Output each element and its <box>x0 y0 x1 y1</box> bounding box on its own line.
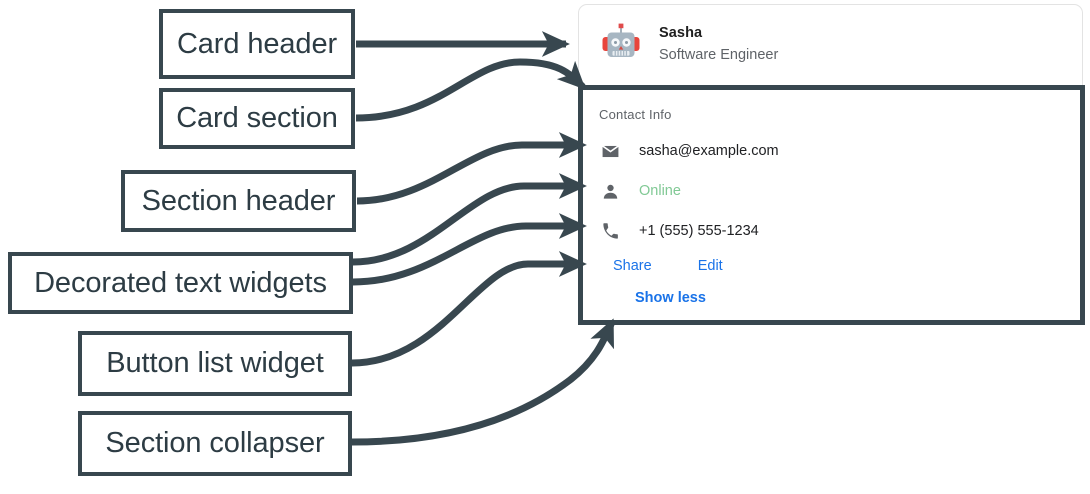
share-button[interactable]: Share <box>613 258 652 274</box>
arrow-decorated-text-2 <box>352 213 587 286</box>
contact-card: Sasha Software Engineer Contact Info sas… <box>578 4 1085 326</box>
decorated-text-value: sasha@example.com <box>639 143 779 159</box>
annotation-label-decorated-text: Decorated text widgets <box>8 252 353 314</box>
robot-avatar-icon <box>602 23 640 57</box>
card-header: Sasha Software Engineer <box>579 5 1082 83</box>
email-icon <box>599 142 621 161</box>
section-header: Contact Info <box>599 107 672 122</box>
decorated-text-value: Online <box>639 183 681 199</box>
annotation-label-text: Section collapser <box>105 427 325 459</box>
arrow-decorated-text-1 <box>352 173 587 266</box>
card-title: Sasha <box>659 25 703 42</box>
card-section: Contact Info sasha@example.com <box>578 85 1085 326</box>
person-icon <box>599 182 621 201</box>
decorated-text-widget-status: Online <box>599 178 1084 204</box>
edit-button[interactable]: Edit <box>697 258 723 274</box>
annotation-label-card-header: Card header <box>159 9 355 79</box>
decorated-text-value: +1 (555) 555-1234 <box>639 223 759 239</box>
phone-icon <box>599 222 621 241</box>
section-collapser-button[interactable]: Show less <box>635 290 706 306</box>
arrow-section-header <box>356 132 587 205</box>
annotation-label-text: Section header <box>141 184 336 217</box>
arrow-decorated-text-0 <box>353 145 520 250</box>
decorated-text-widget-email: sasha@example.com <box>599 138 1084 164</box>
arrow-card-section <box>355 58 586 122</box>
annotation-label-section-collapser: Section collapser <box>78 411 352 476</box>
annotation-label-section-header: Section header <box>121 170 356 232</box>
annotation-label-text: Button list widget <box>106 347 324 379</box>
card-subtitle: Software Engineer <box>659 46 779 63</box>
annotation-label-text: Decorated text widgets <box>34 266 327 299</box>
annotation-label-text: Card section <box>176 102 338 134</box>
card-header-text: Sasha Software Engineer <box>659 24 778 63</box>
arrow-button-list <box>351 251 587 367</box>
button-list-widget: Share Edit <box>613 258 1084 274</box>
card-section-content: Contact Info sasha@example.com <box>579 85 1084 307</box>
decorated-text-widget-phone: +1 (555) 555-1234 <box>599 218 1084 244</box>
annotation-label-button-list: Button list widget <box>78 331 352 396</box>
annotation-label-text: Card header <box>176 27 338 60</box>
annotation-label-card-section: Card section <box>159 88 355 149</box>
arrow-section-collapser <box>351 318 616 446</box>
